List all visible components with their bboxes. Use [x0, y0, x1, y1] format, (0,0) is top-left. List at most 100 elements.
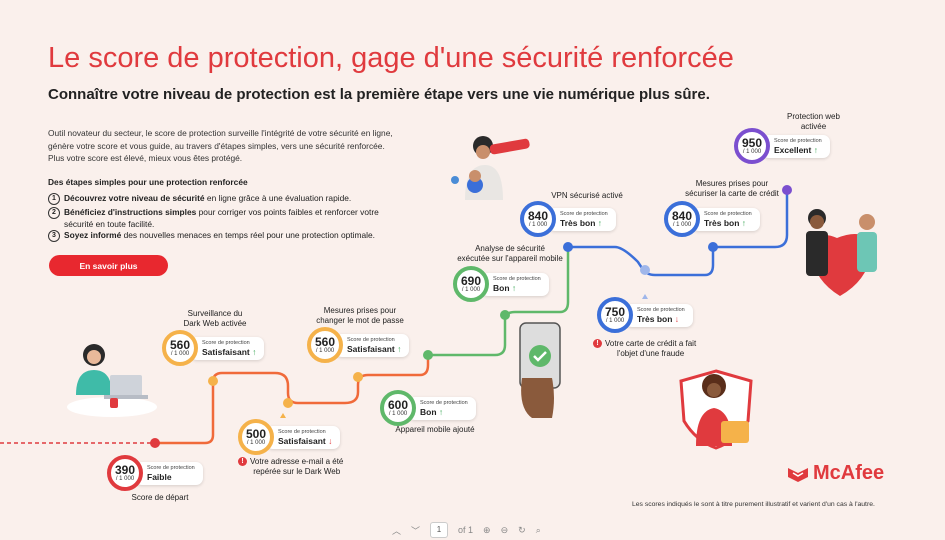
score-key: Score de protection — [560, 210, 608, 217]
rotate-icon[interactable]: ↻ — [518, 524, 526, 535]
score-card-560-password: 560 / 1 000 Score de protection Satisfai… — [307, 327, 410, 363]
score-ring: 600 / 1 000 — [380, 390, 416, 426]
score-value: 560 — [314, 334, 336, 349]
score-value: 840 — [527, 208, 549, 223]
score-pill: Score de protection Faible — [135, 461, 203, 485]
score-card-690: 690 / 1 000 Score de protection Bon ↑ — [453, 266, 549, 302]
page-title: Le score de protection, gage d'une sécur… — [48, 42, 734, 74]
arrow-up-icon: ↑ — [438, 406, 444, 417]
path-dot — [150, 438, 160, 448]
score-value: 600 — [387, 397, 409, 412]
warning-icon: ! — [238, 457, 247, 466]
chevron-up-icon[interactable]: ︿ — [392, 525, 402, 536]
search-icon[interactable]: ⌕ — [535, 524, 541, 535]
score-value: 390 — [114, 462, 136, 477]
spyglass-people-illustration — [451, 136, 530, 200]
score-pill: Score de protection Très bon ↑ — [692, 207, 760, 231]
mcafee-shield-icon — [788, 467, 808, 482]
score-card-560-dark-web: 560 / 1 000 Score de protection Satisfai… — [162, 330, 265, 366]
score-label: Appareil mobile ajouté — [395, 425, 475, 434]
step-text: des nouvelles menaces en temps réel pour… — [121, 230, 375, 240]
score-key: Score de protection — [637, 306, 685, 313]
path-segment-blue — [568, 190, 789, 277]
score-card-600: 600 / 1 000 Score de protection Bon ↑ — [380, 390, 476, 426]
page-number-input[interactable]: 1 — [430, 522, 449, 538]
step-3: 3 Soyez informé des nouvelles menaces en… — [48, 230, 408, 242]
page-count: of 1 — [458, 525, 474, 535]
people-shield-illustration — [806, 209, 877, 296]
score-pill: Score de protection Satisfaisant ↓ — [266, 425, 341, 449]
score-status: Satisfaisant ↓ — [278, 435, 333, 446]
score-ring: 390 / 1 000 — [107, 455, 143, 491]
score-key: Score de protection — [704, 210, 752, 217]
score-pill: Score de protection Satisfaisant ↑ — [335, 333, 410, 357]
score-key: Score de protection — [774, 137, 822, 144]
learn-more-button[interactable]: En savoir plus — [49, 255, 168, 276]
arrow-up-icon: ↑ — [741, 217, 747, 228]
intro-paragraph: Outil novateur du secteur, le score de p… — [48, 128, 393, 163]
score-value: 750 — [604, 304, 626, 319]
pdf-toolbar: ︿ ﹀ 1 of 1 ⊕ ⊖ ↻ ⌕ — [392, 520, 552, 540]
steps-heading: Des étapes simples pour une protection r… — [48, 177, 248, 187]
score-denominator: / 1 000 — [388, 410, 408, 417]
score-key: Score de protection — [493, 275, 541, 282]
score-status: Très bon ↑ — [704, 217, 747, 228]
score-ring: 840 / 1 000 — [520, 201, 556, 237]
score-ring: 750 / 1 000 — [597, 297, 633, 333]
score-denominator: / 1 000 — [170, 350, 190, 357]
score-value: 690 — [460, 273, 482, 288]
arrow-up-icon: ↑ — [597, 217, 603, 228]
score-card-840-vpn: 840 / 1 000 Score de protection Très bon… — [520, 201, 616, 237]
path-dot — [782, 185, 792, 195]
woman-laptop-illustration — [67, 344, 157, 417]
score-pill: Score de protection Satisfaisant ↑ — [190, 336, 265, 360]
score-label: Analyse de sécurité exécutée sur l'appar… — [457, 244, 563, 263]
alert-dark-web: !Votre adresse e-mail a été repérée sur … — [238, 457, 343, 477]
score-status: Faible — [147, 471, 172, 482]
score-pill: Score de protection Très bon ↑ — [548, 207, 616, 231]
score-card-840-credit: 840 / 1 000 Score de protection Très bon… — [664, 201, 760, 237]
arrow-up-icon: ↑ — [397, 343, 402, 354]
woman-fraud-illustration — [679, 369, 753, 450]
score-key: Score de protection — [202, 339, 250, 346]
score-pill: Score de protection Excellent ↑ — [762, 134, 830, 158]
step-text: en ligne grâce à une évaluation rapide. — [204, 193, 352, 203]
chevron-down-icon[interactable]: ﹀ — [411, 525, 421, 536]
score-denominator: / 1 000 — [315, 347, 335, 354]
phone-check-illustration — [519, 322, 561, 418]
score-denominator: / 1 000 — [246, 439, 266, 446]
path-dot — [563, 242, 573, 252]
path-dot — [708, 242, 718, 252]
score-denominator: / 1 000 — [528, 221, 548, 228]
step-number: 2 — [48, 207, 60, 219]
alert-credit-card: !Votre carte de crédit a fait l'objet d'… — [593, 339, 696, 359]
score-status: Très bon ↑ — [560, 217, 603, 228]
step-1: 1 Découvrez votre niveau de sécurité en … — [48, 193, 408, 205]
disclaimer: Les scores indiqués le sont à titre pure… — [632, 501, 875, 508]
step-bold: Bénéficiez d'instructions simples — [64, 207, 197, 217]
zoom-out-icon[interactable]: ⊖ — [500, 524, 509, 535]
score-status: Très bon ↓ — [637, 313, 680, 324]
path-dot — [208, 376, 218, 386]
score-card-950: 950 / 1 000 Score de protection Excellen… — [734, 128, 830, 164]
warning-icon: ! — [593, 339, 602, 348]
step-text: pour corriger vos points faibles et renf… — [64, 207, 379, 229]
step-bold: Découvrez votre niveau de sécurité — [64, 193, 205, 203]
score-value: 560 — [169, 337, 191, 352]
score-denominator: / 1 000 — [742, 148, 762, 155]
alert-text: Votre adresse e-mail a été repérée sur l… — [250, 457, 344, 476]
score-label: Protection web activée — [787, 112, 840, 131]
score-status: Bon ↑ — [493, 282, 517, 293]
path-dot — [353, 372, 363, 382]
score-ring: 560 / 1 000 — [162, 330, 198, 366]
arrow-up-icon — [280, 413, 286, 418]
arrow-up-icon: ↑ — [252, 346, 257, 357]
score-label: Mesures prises pour sécuriser la carte d… — [685, 179, 779, 198]
score-key: Score de protection — [278, 428, 326, 435]
score-card-390: 390 / 1 000 Score de protection Faible — [107, 455, 203, 491]
score-value: 950 — [741, 135, 763, 150]
zoom-in-icon[interactable]: ⊕ — [483, 524, 491, 535]
score-status: Satisfaisant ↑ — [347, 343, 402, 354]
score-key: Score de protection — [347, 336, 395, 343]
